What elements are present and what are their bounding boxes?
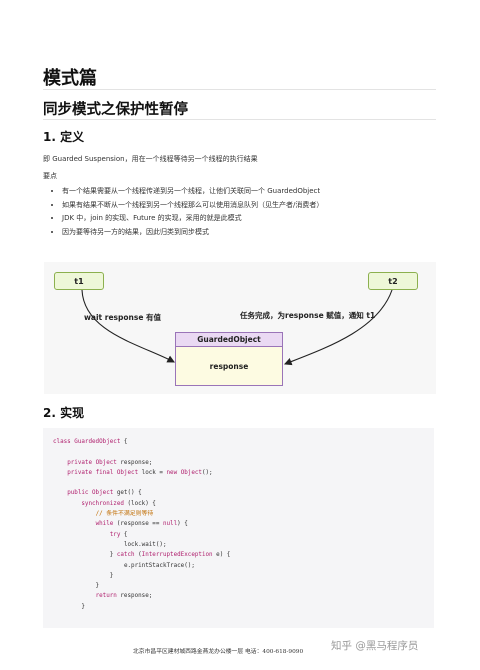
diagram-arrows [81,289,393,366]
guarded-object-title: GuardedObject [176,333,282,347]
list-item: 因为要等待另一方的结果，因此归类到同步模式 [62,227,323,237]
code-line: } [53,583,100,590]
code-line: private Object response; [67,459,153,466]
title-divider [43,89,436,90]
code-line: synchronized (lock) { [81,500,156,507]
guarded-object-box: GuardedObject response [175,332,283,386]
code-text: class GuardedObject { private Object res… [43,428,434,612]
guarded-object-field: response [209,362,249,371]
list-item: JDK 中，join 的实现、Future 的实现，采用的就是此模式 [62,213,323,223]
wait-arrow [81,289,175,363]
section-divider [43,119,436,120]
points-label: 要点 [43,172,57,180]
code-line: e.printStackTrace(); [123,562,195,569]
notify-arrow [283,289,393,366]
wait-label: wait response 有值 [84,313,162,322]
notify-label: 任务完成，为response 赋值，通知 t1 [240,311,376,320]
thread-t1-box: t1 [54,272,104,290]
code-line: lock.wait(); [123,541,167,548]
footer-address: 北京市昌平区建材城西路金燕龙办公楼一层 电话：400-618-9090 [133,649,304,655]
code-line: return response; [95,593,153,600]
code-line: // 条件不满足则等待 [95,511,154,518]
watermark: 知乎 @黑马程序员 [331,640,419,652]
code-line: try { [109,531,128,538]
thread-t1-label: t1 [74,276,84,286]
list-item: 有一个结果需要从一个线程传递到另一个线程，让他们关联同一个 GuardedObj… [62,186,323,196]
code-line: private final Object lock = new Object()… [67,469,213,476]
code-line: } [53,572,114,579]
page-title: 模式篇 [43,68,97,89]
guarded-suspension-diagram: t1 t2 wait response 有值 任务完成，为response 赋值… [44,262,436,394]
list-item: 如果有结果不断从一个线程到另一个线程那么可以使用消息队列（见生产者/消费者） [62,200,323,210]
code-block: class GuardedObject { private Object res… [43,428,434,628]
code-line: class GuardedObject { [53,439,128,445]
definition-heading: 1. 定义 [43,130,85,144]
code-line: } catch (InterruptedException e) { [53,552,231,559]
definition-text: 即 Guarded Suspension，用在一个线程等待另一个线程的执行结果 [43,155,258,163]
thread-t2-box: t2 [368,272,418,290]
points-list: 有一个结果需要从一个线程传递到另一个线程，让他们关联同一个 GuardedObj… [50,186,323,240]
code-line: } [53,603,85,610]
implementation-heading: 2. 实现 [43,406,85,420]
section-heading: 同步模式之保护性暂停 [43,102,188,118]
code-line: while (response == null) { [95,521,188,528]
code-line: public Object get() { [67,490,142,497]
thread-t2-label: t2 [388,276,398,286]
